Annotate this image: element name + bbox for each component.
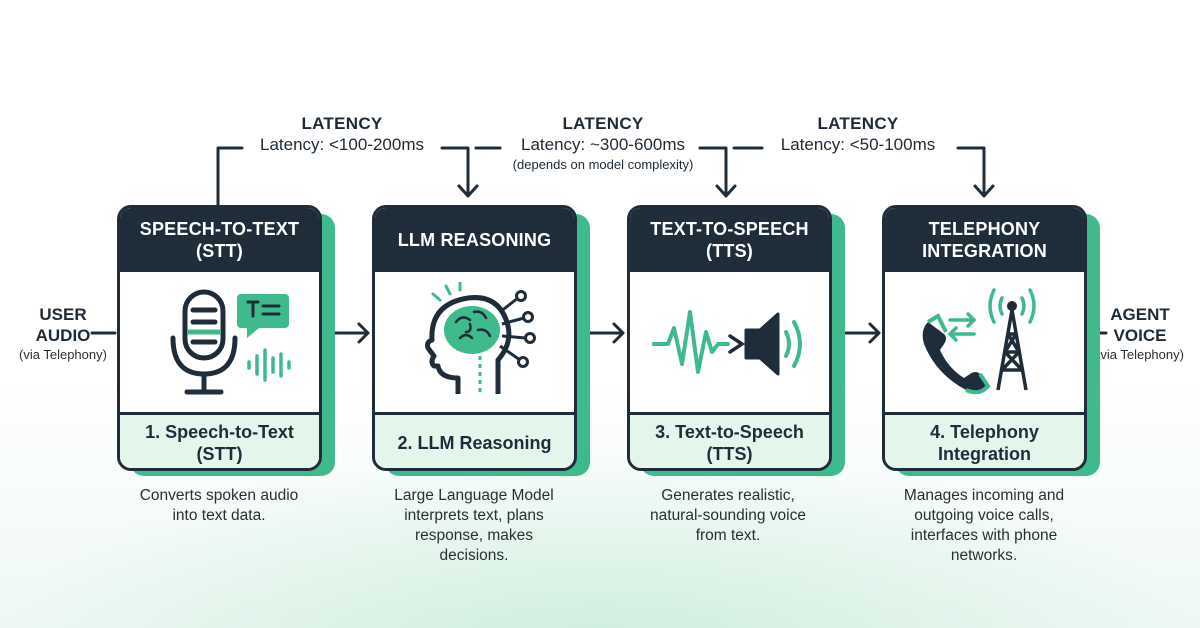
stage-header-line1: TELEPHONY	[928, 219, 1041, 239]
latency-3-arrowhead	[973, 184, 995, 198]
flow-arrow-2-3	[587, 322, 625, 344]
stage-header-line1: SPEECH-TO-TEXT	[139, 219, 300, 239]
stage-header-line1: LLM REASONING	[397, 230, 552, 250]
latency-value: Latency: <50-100ms	[774, 134, 942, 156]
stage-footer-line1: 3. Text-to-Speech	[655, 422, 804, 442]
latency-3-bracket	[732, 146, 986, 196]
stage-footer: 1. Speech-to-Text(STT)	[120, 412, 319, 468]
desc-line: Large Language Model	[394, 487, 554, 504]
desc-line: decisions.	[439, 547, 509, 564]
desc-line: Generates realistic,	[661, 487, 795, 504]
stage-footer-line2: (STT)	[196, 444, 243, 464]
flow-arrow-3-4	[843, 322, 881, 344]
desc-line: Converts spoken audio	[139, 487, 299, 504]
stage-footer-line1: 2. LLM Reasoning	[397, 433, 552, 453]
user-audio-label: USER AUDIO (via Telephony)	[8, 304, 118, 364]
latency-value: Latency: ~300-600ms	[515, 134, 691, 156]
stage-header: SPEECH-TO-TEXT(STT)	[120, 208, 319, 272]
agent-voice-line2: VOICE	[1113, 326, 1167, 345]
stage-card-stt: SPEECH-TO-TEXT(STT)	[117, 205, 322, 471]
latency-2-bracket	[474, 146, 728, 196]
stage-card-llm: LLM REASONING 2. LLM Reasoning	[372, 205, 577, 471]
phone-tower-icon	[885, 272, 1084, 412]
desc-line: response, makes	[414, 527, 534, 544]
latency-1-arrowhead	[457, 184, 479, 198]
agent-voice-label: AGENT VOICE (via Telephony)	[1084, 304, 1196, 364]
latency-label-1: LATENCY Latency: <100-200ms	[242, 114, 442, 156]
microphone-chat-icon	[120, 272, 319, 412]
latency-title: LATENCY	[817, 114, 899, 133]
desc-line: interfaces with phone	[910, 527, 1058, 544]
stage-header-line2: INTEGRATION	[922, 241, 1047, 261]
desc-line: interprets text, plans	[404, 507, 544, 524]
latency-1-bracket	[216, 146, 470, 208]
user-audio-line2: AUDIO	[35, 326, 91, 345]
stage-footer-line1: 1. Speech-to-Text	[145, 422, 294, 442]
waveform-speaker-icon	[630, 272, 829, 412]
desc-line: into text data.	[172, 507, 266, 524]
stage-description-tts: Generates realistic, natural-sounding vo…	[628, 486, 828, 546]
stage-header: TEXT-TO-SPEECH(TTS)	[630, 208, 829, 272]
user-audio-sub: (via Telephony)	[19, 347, 107, 362]
stage-footer-line2: (TTS)	[706, 444, 753, 464]
stage-footer-line1: 4. Telephony	[930, 422, 1039, 442]
stage-footer: 2. LLM Reasoning	[375, 412, 574, 468]
background-glow	[0, 448, 1200, 628]
flow-arrow-1-2	[332, 322, 370, 344]
stage-card-tts: TEXT-TO-SPEECH(TTS) 3. Text-to-Speech(TT…	[627, 205, 832, 471]
agent-voice-sub: (via Telephony)	[1096, 347, 1184, 362]
desc-line: from text.	[695, 527, 761, 544]
stage-footer: 3. Text-to-Speech(TTS)	[630, 412, 829, 468]
latency-label-2: LATENCY Latency: ~300-600ms (depends on …	[478, 114, 728, 174]
desc-line: natural-sounding voice	[650, 507, 806, 524]
stage-header-line1: TEXT-TO-SPEECH	[650, 219, 809, 239]
stage-description-llm: Large Language Model interprets text, pl…	[374, 486, 574, 566]
stage-description-stt: Converts spoken audio into text data.	[119, 486, 319, 526]
stage-header-line2: (STT)	[196, 241, 243, 261]
latency-title: LATENCY	[301, 114, 383, 133]
desc-line: networks.	[950, 547, 1018, 564]
stage-description-telephony: Manages incoming and outgoing voice call…	[884, 486, 1084, 566]
brain-head-icon	[375, 272, 574, 412]
stage-header-line2: (TTS)	[706, 241, 753, 261]
latency-title: LATENCY	[562, 114, 644, 133]
latency-label-3: LATENCY Latency: <50-100ms	[758, 114, 958, 156]
agent-voice-line1: AGENT	[1110, 305, 1170, 324]
desc-line: Manages incoming and	[903, 487, 1065, 504]
latency-value: Latency: <100-200ms	[254, 134, 430, 156]
user-audio-line1: USER	[39, 305, 87, 324]
latency-2-arrowhead	[715, 184, 737, 198]
latency-note: (depends on model complexity)	[508, 157, 698, 173]
desc-line: outgoing voice calls,	[914, 507, 1054, 524]
stage-header: LLM REASONING	[375, 208, 574, 272]
stage-footer-line2: Integration	[938, 444, 1031, 464]
